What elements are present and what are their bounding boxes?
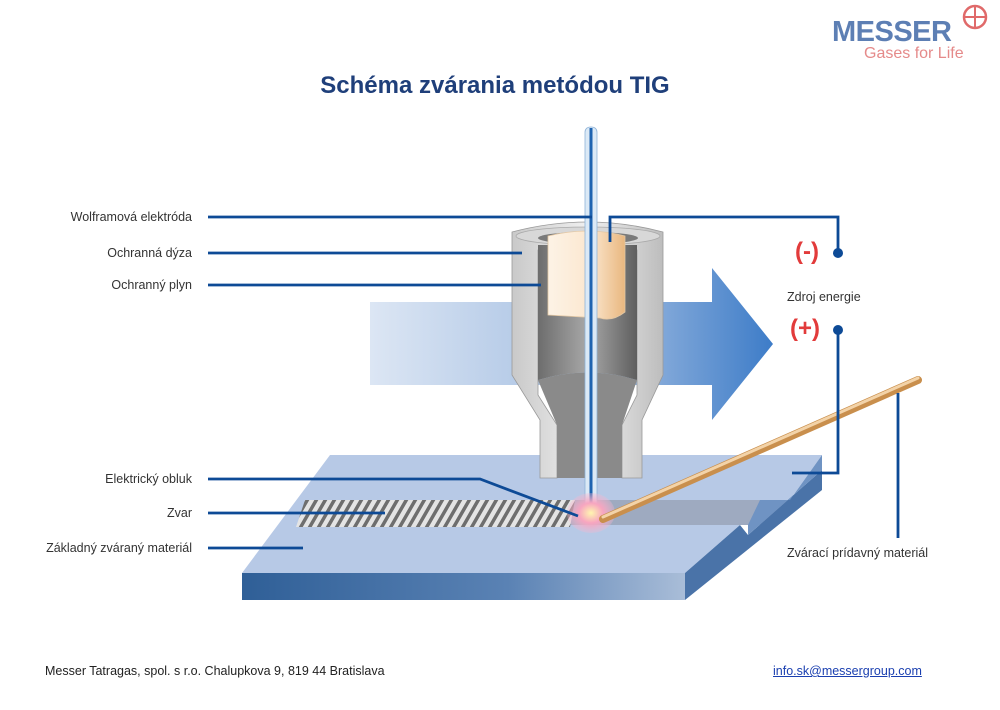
leader-lines: [208, 215, 900, 550]
label-filler: Zvárací prídavný materiál: [787, 546, 929, 560]
plus-polarity: (+): [790, 315, 820, 342]
base-plate: [242, 455, 822, 600]
label-gas: Ochranný plyn: [111, 278, 192, 292]
electric-arc: [567, 493, 615, 533]
label-electrode: Wolframová elektróda: [70, 210, 192, 224]
label-arc: Elektrický obluk: [105, 472, 192, 486]
page-title: Schéma zvárania metódou TIG: [320, 72, 670, 99]
label-power-source: Zdroj energie: [787, 290, 861, 304]
footer-address: Messer Tatragas, spol. s r.o. Chalupkova…: [45, 664, 385, 678]
messer-logo-icon: [962, 4, 988, 30]
label-weld: Zvar: [167, 506, 192, 520]
email-link[interactable]: info.sk@messergroup.com: [773, 664, 922, 678]
label-nozzle: Ochranná dýza: [107, 246, 192, 260]
tungsten-electrode: [584, 126, 598, 516]
plus-terminal-icon: [833, 325, 843, 335]
minus-polarity: (-): [795, 238, 819, 265]
weld-bead: [296, 500, 575, 527]
minus-terminal-icon: [833, 248, 843, 258]
logo-tagline: Gases for Life: [864, 45, 964, 62]
label-base-material: Základný zváraný materiál: [46, 541, 192, 555]
filler-rod: [599, 376, 922, 523]
logo-brand: MESSER: [832, 16, 952, 48]
